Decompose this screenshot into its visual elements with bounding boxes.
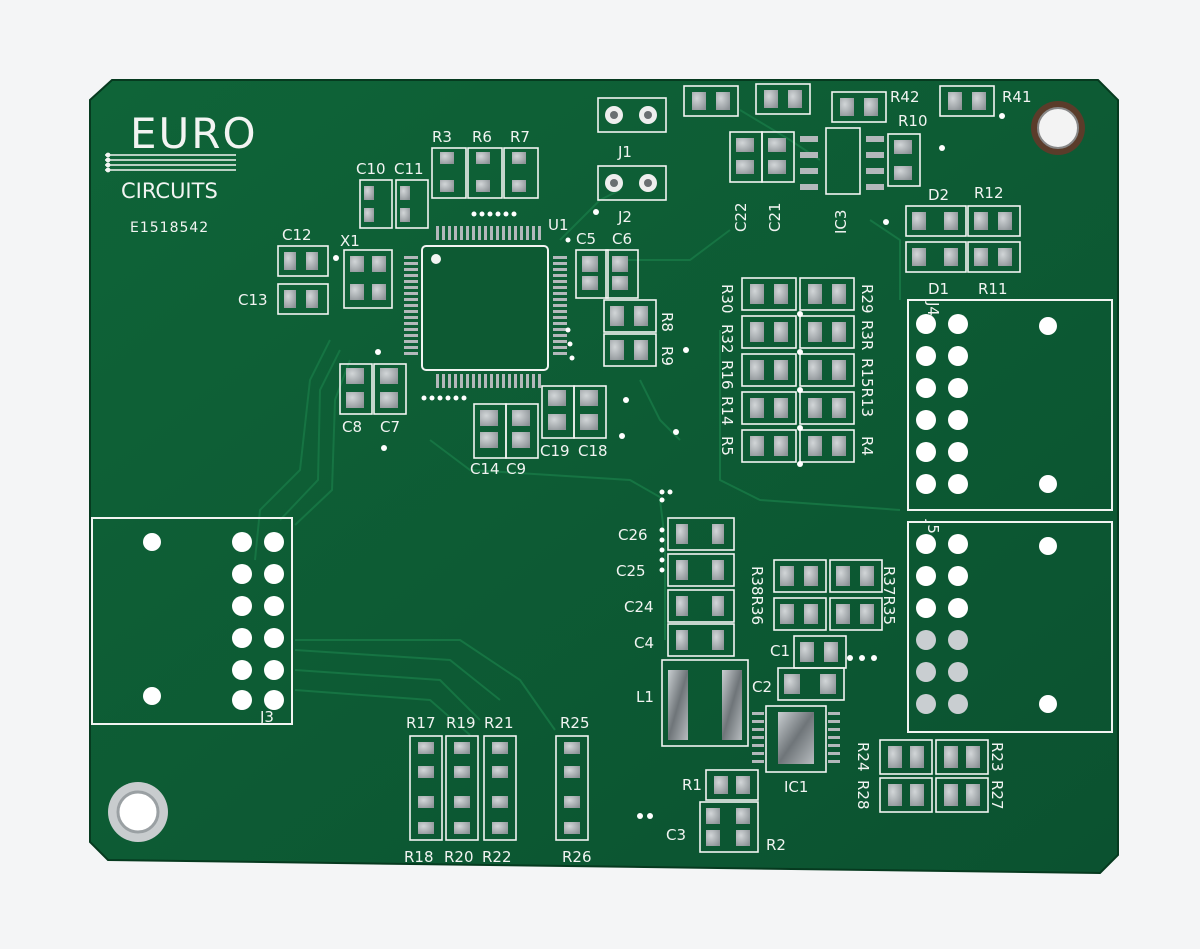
label-c13: C13 (238, 291, 268, 309)
label-r26: R26 (562, 848, 592, 866)
label-l1: L1 (636, 688, 654, 706)
logo-text-bottom: CIRCUITS (121, 179, 218, 203)
label-r24: R24 (854, 742, 872, 772)
label-j5: J5 (924, 519, 942, 534)
label-r2: R2 (766, 836, 786, 854)
label-c9: C9 (506, 460, 526, 478)
label-u1: U1 (548, 216, 569, 234)
label-c14: C14 (470, 460, 500, 478)
label-r9: R9 (658, 346, 676, 366)
mounting-hole-bottom-left (108, 782, 168, 842)
label-r4: R4 (858, 436, 876, 456)
label-r19: R19 (446, 714, 476, 732)
label-r14: R14 (718, 396, 736, 426)
label-r27: R27 (988, 780, 1006, 810)
regulator-ic1 (752, 712, 840, 764)
reference-designators: C10 C11 R3 R6 R7 C12 X1 C13 U1 C5 C6 J1 … (238, 88, 1032, 866)
label-r21: R21 (484, 714, 514, 732)
label-r6: R6 (472, 128, 492, 146)
header-j1-j2-pins (605, 106, 657, 192)
reference-designators-rotated: C22 C21 IC3 R8 R9 R30 R29 R32 R3R R16 R1… (658, 202, 1006, 809)
label-c8: C8 (342, 418, 362, 436)
smd-pads (277, 83, 1021, 853)
label-r42: R42 (890, 88, 920, 106)
label-c5: C5 (576, 230, 596, 248)
pad-fills (284, 90, 1012, 846)
label-r23: R23 (988, 742, 1006, 772)
label-c21: C21 (766, 202, 784, 232)
label-r29: R29 (858, 284, 876, 314)
label-r5: R5 (718, 436, 736, 456)
label-c18: C18 (578, 442, 608, 460)
label-r30: R30 (718, 284, 736, 314)
label-c19: C19 (540, 442, 570, 460)
label-c6: C6 (612, 230, 632, 248)
label-j1: J1 (617, 143, 632, 161)
label-r28: R28 (854, 780, 872, 810)
label-r8: R8 (658, 312, 676, 332)
connector-j4 (907, 299, 1113, 511)
label-r41: R41 (1002, 88, 1032, 106)
connector-j3 (91, 517, 293, 725)
label-ic1: IC1 (784, 778, 808, 796)
label-r7: R7 (510, 128, 530, 146)
logo-text-top: EURO (130, 109, 258, 158)
label-d2: D2 (928, 186, 949, 204)
label-c22: C22 (732, 202, 750, 232)
label-c25: C25 (616, 562, 646, 580)
eurocircuits-logo: EURO CIRCUITS E1518542 (105, 109, 258, 236)
label-c10: C10 (356, 160, 386, 178)
label-j2: J2 (617, 208, 632, 226)
label-c12: C12 (282, 226, 312, 244)
label-r18: R18 (404, 848, 434, 866)
label-r12: R12 (974, 184, 1004, 202)
label-c7: C7 (380, 418, 400, 436)
label-ic3: IC3 (832, 210, 850, 234)
label-r20: R20 (444, 848, 474, 866)
label-r11: R11 (978, 280, 1008, 298)
label-r25: R25 (560, 714, 590, 732)
label-r38r36: R38R36 (748, 566, 766, 625)
pcb-board (89, 79, 1119, 875)
label-r31: R3R (858, 320, 876, 350)
mounting-hole-top-right (1031, 101, 1085, 155)
label-j3: J3 (259, 708, 274, 726)
label-r22: R22 (482, 848, 512, 866)
label-r1: R1 (682, 776, 702, 794)
label-r37r35: R37R35 (880, 566, 898, 625)
label-c4: C4 (634, 634, 654, 652)
label-r10: R10 (898, 112, 928, 130)
label-c26: C26 (618, 526, 648, 544)
label-c3: C3 (666, 826, 686, 844)
mcu-u1 (404, 226, 567, 388)
label-d1: D1 (928, 280, 949, 298)
board-serial: E1518542 (130, 220, 209, 236)
label-c1: C1 (770, 642, 790, 660)
label-r32: R32 (718, 324, 736, 354)
label-x1: X1 (340, 232, 360, 250)
ic3-pads (800, 136, 884, 190)
label-c24: C24 (624, 598, 654, 616)
label-j4: J4 (924, 301, 942, 316)
vias (333, 113, 1005, 819)
connector-j5 (907, 521, 1113, 733)
inductor-l1 (668, 670, 742, 740)
label-r15: R15R13 (858, 358, 876, 417)
label-r17: R17 (406, 714, 436, 732)
label-c2: C2 (752, 678, 772, 696)
label-r3: R3 (432, 128, 452, 146)
label-c11: C11 (394, 160, 424, 178)
label-r16: R16 (718, 360, 736, 390)
